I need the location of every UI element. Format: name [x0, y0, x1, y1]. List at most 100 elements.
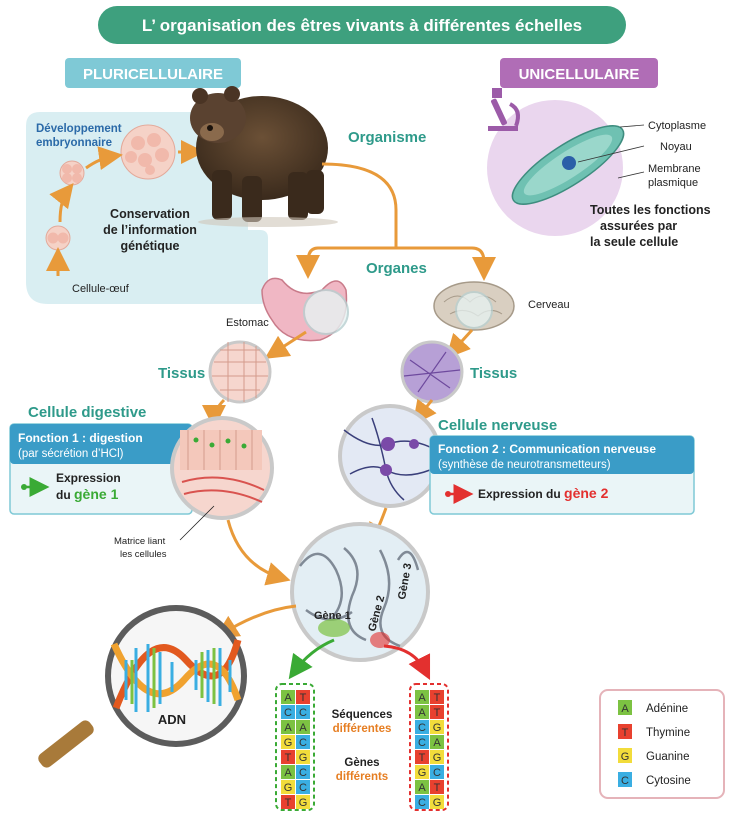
base-cell: [430, 735, 444, 749]
base-letter: G: [433, 797, 442, 809]
base-letter: G: [418, 767, 427, 779]
base-cell: [415, 705, 429, 719]
base-cell: [430, 795, 444, 809]
digestive-function-box: Fonction 1 : digestion (par sécrétion d’…: [9, 423, 193, 515]
base-letter: G: [433, 722, 442, 734]
base-cell: [415, 780, 429, 794]
legend-label: Guanine: [646, 751, 689, 763]
title-banner: L’ organisation des êtres vivants à diff…: [98, 6, 626, 44]
base-letter: A: [299, 722, 307, 734]
base-cell: [281, 795, 295, 809]
base-cell: [415, 735, 429, 749]
digestive-cell-circle: [170, 416, 274, 520]
base-cell: [281, 765, 295, 779]
legend-letter: A: [621, 703, 629, 715]
base-letter: T: [434, 782, 441, 794]
base-cell: [430, 705, 444, 719]
legend-letter: T: [622, 727, 629, 739]
legend-swatch-cytosine: [618, 772, 632, 787]
unicellular-summary-2: assurées par: [600, 219, 677, 233]
digestive-tissue-circle: [208, 340, 272, 404]
unicellular-panel: Cytoplasme Noyau Membrane plasmique Tout…: [487, 88, 711, 249]
nervous-cell-title: Cellule nerveuse: [438, 417, 557, 434]
dev-arrow-3: [85, 146, 123, 171]
digestive-expression-2: du gène 1: [56, 486, 119, 502]
base-letter: G: [299, 752, 308, 764]
base-letter: T: [285, 752, 292, 764]
base-cell: [430, 750, 444, 764]
base-letter: A: [284, 692, 292, 704]
base-cell: [296, 765, 310, 779]
conservation-label-2: de l’information: [103, 223, 197, 237]
legend-label: Cytosine: [646, 775, 691, 787]
digestive-cell-title: Cellule digestive: [28, 404, 146, 421]
base-letter: G: [433, 752, 442, 764]
base-letter: C: [299, 737, 307, 749]
gene2-sequence-arrow: [383, 644, 431, 681]
matrix-label-1: Matrice liant: [114, 536, 166, 547]
dev-arrow-2: [49, 182, 74, 223]
unicellular-badge: UNICELLULAIRE: [500, 58, 658, 88]
base-cell: [430, 720, 444, 734]
sequences-label-1: Séquences: [332, 709, 393, 721]
brain-label: Cerveau: [528, 299, 570, 311]
unicellular-badge-label: UNICELLULAIRE: [519, 66, 640, 83]
base-letter: G: [284, 782, 293, 794]
base-letter: G: [284, 737, 293, 749]
base-letter: C: [418, 797, 426, 809]
base-cell: [430, 765, 444, 779]
base-letter: C: [299, 707, 307, 719]
legend-swatch-adénine: [618, 700, 632, 715]
base-cell: [281, 720, 295, 734]
dna-label: ADN: [158, 712, 186, 727]
nervous-function-title: Fonction 2 : Communication nerveuse: [438, 442, 656, 456]
base-letter: T: [300, 692, 307, 704]
membrane-label-1: Membrane: [648, 163, 701, 175]
cytoplasm-label: Cytoplasme: [648, 120, 706, 132]
multicellular-badge: PLURICELLULAIRE: [65, 58, 241, 88]
bear-illustration: [190, 86, 338, 227]
unicellular-summary-1: Toutes les fonctions: [590, 203, 711, 217]
base-cell: [281, 705, 295, 719]
gene2-name: gène 2: [564, 485, 609, 501]
base-cell: [415, 720, 429, 734]
base-letter: A: [418, 707, 426, 719]
nervous-expression-prefix: Expression du: [478, 487, 564, 501]
embryo-4-cell-icon: [59, 160, 85, 186]
matrix-label-2: les cellules: [120, 549, 167, 560]
nervous-function-sub: (synthèse de neurotransmetteurs): [438, 459, 611, 471]
base-cell: [296, 690, 310, 704]
base-cell: [296, 750, 310, 764]
base-cell: [296, 795, 310, 809]
base-cell: [415, 795, 429, 809]
legend-swatch-thymine: [618, 724, 632, 739]
nucleus-label: Noyau: [660, 141, 692, 153]
development-label-1: Développement: [36, 123, 122, 135]
base-letter: G: [299, 797, 308, 809]
chromosome-circle: Gène 1 Gène 2 Gène 3: [290, 522, 430, 662]
legend-letter: C: [621, 775, 629, 787]
tissue-left-label: Tissus: [158, 365, 205, 382]
organism-trunk-arrow: [321, 162, 398, 248]
base-cell: [430, 690, 444, 704]
base-cell: [415, 765, 429, 779]
base-letter: A: [284, 722, 292, 734]
digestive-function-title: Fonction 1 : digestion: [18, 431, 143, 445]
base-cell: [296, 780, 310, 794]
nucleus-to-dna-arrow: [214, 604, 297, 639]
multicellular-badge-label: PLURICELLULAIRE: [83, 66, 223, 83]
legend-swatch-guanine: [618, 748, 632, 763]
base-letter: A: [418, 692, 426, 704]
base-letter: T: [434, 707, 441, 719]
to-brain-arrow: [396, 246, 496, 281]
microscope-icon: [488, 88, 520, 131]
base-letter: T: [419, 752, 426, 764]
base-cell: [430, 780, 444, 794]
dna-helix-icon: [110, 639, 242, 712]
legend-label: Adénine: [646, 703, 688, 715]
base-cell: [296, 720, 310, 734]
nervous-expression: Expression du gène 2: [478, 485, 609, 501]
paramecium-icon: [511, 125, 625, 205]
